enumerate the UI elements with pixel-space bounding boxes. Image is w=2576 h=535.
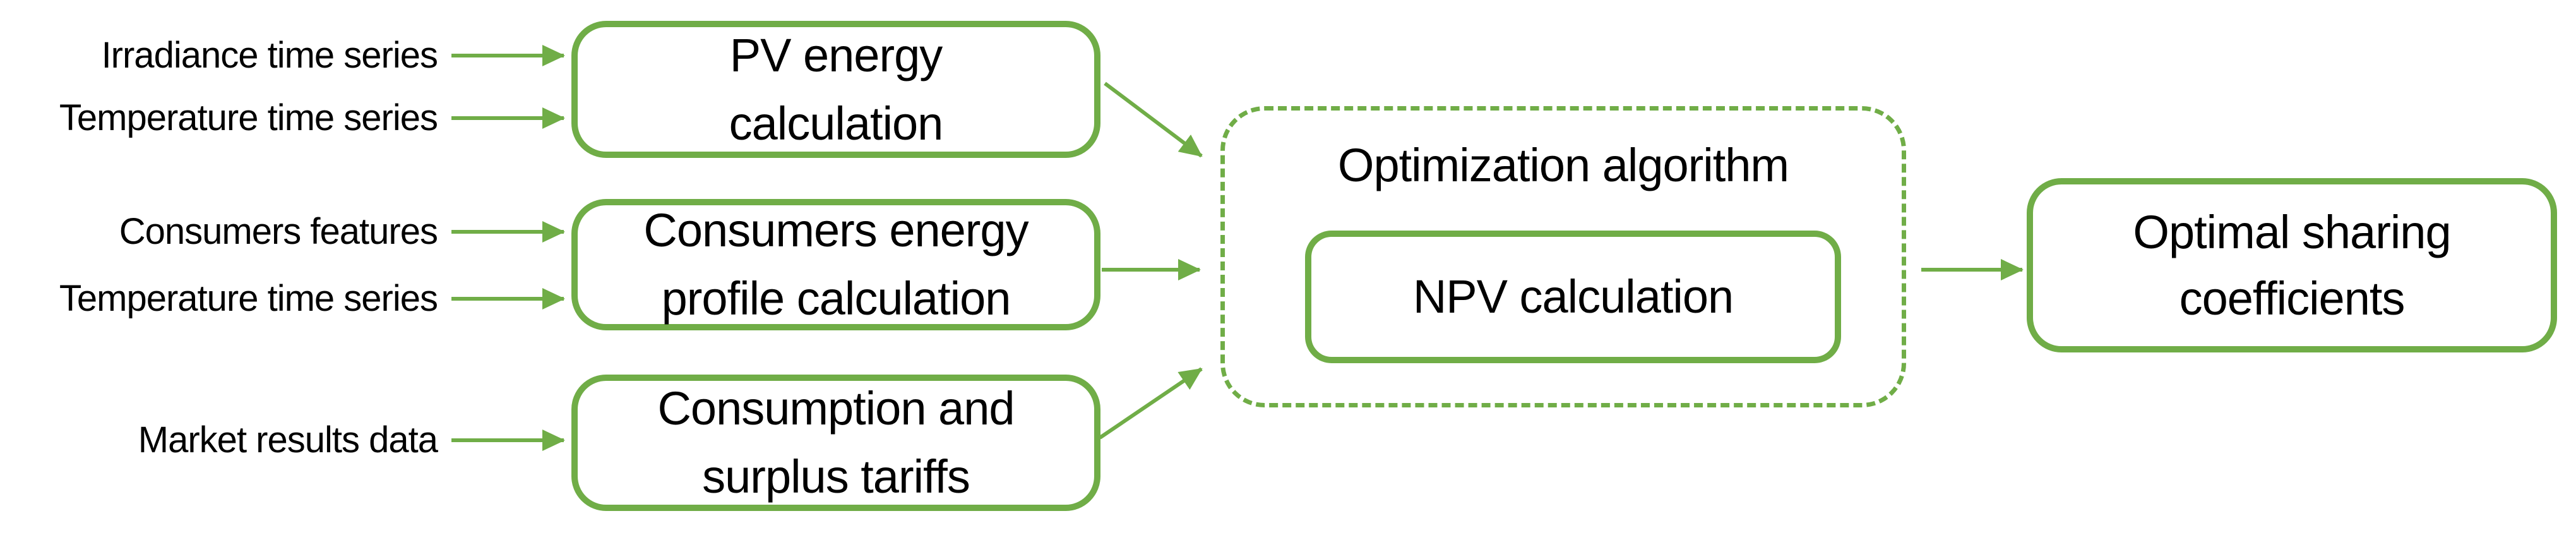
pv-energy-calculation-line2: calculation <box>729 97 944 150</box>
consumption-surplus-tariffs-box: Consumption and surplus tariffs <box>571 375 1100 511</box>
consumers-energy-profile-box: Consumers energy profile calculation <box>571 199 1100 330</box>
optimal-sharing-coefficients-box: Optimal sharing coefficients <box>2027 178 2557 352</box>
input-label-consumers-features: Consumers features <box>119 211 438 252</box>
input-label-irradiance-time-series: Irradiance time series <box>101 35 438 76</box>
npv-calculation-box: NPV calculation <box>1305 231 1841 363</box>
pv-energy-calculation-box: PV energy calculation <box>571 21 1100 158</box>
consumers-energy-profile-line1: Consumers energy <box>643 204 1029 256</box>
consumption-surplus-tariffs-line2: surplus tariffs <box>702 450 970 503</box>
pv-energy-calculation-line1: PV energy <box>729 28 943 81</box>
npv-calculation-label: NPV calculation <box>1412 270 1734 323</box>
consumption-surplus-tariffs-line1: Consumption and <box>657 382 1015 435</box>
arrow-tariffs-box-to-optimization <box>1099 367 1203 440</box>
optimization-algorithm-container: Optimization algorithm NPV calculation <box>1220 106 1906 407</box>
optimal-sharing-coefficients-line1: Optimal sharing <box>2133 206 2451 258</box>
input-label-temperature-time-series-1: Temperature time series <box>59 97 438 138</box>
input-label-temperature-time-series-2: Temperature time series <box>59 278 438 319</box>
consumers-energy-profile-line2: profile calculation <box>661 272 1011 325</box>
optimization-algorithm-title: Optimization algorithm <box>1337 139 1789 191</box>
arrow-pv-box-to-optimization <box>1104 81 1203 158</box>
optimal-sharing-coefficients-line2: coefficients <box>2179 272 2406 325</box>
input-label-market-results-data: Market results data <box>138 419 438 460</box>
